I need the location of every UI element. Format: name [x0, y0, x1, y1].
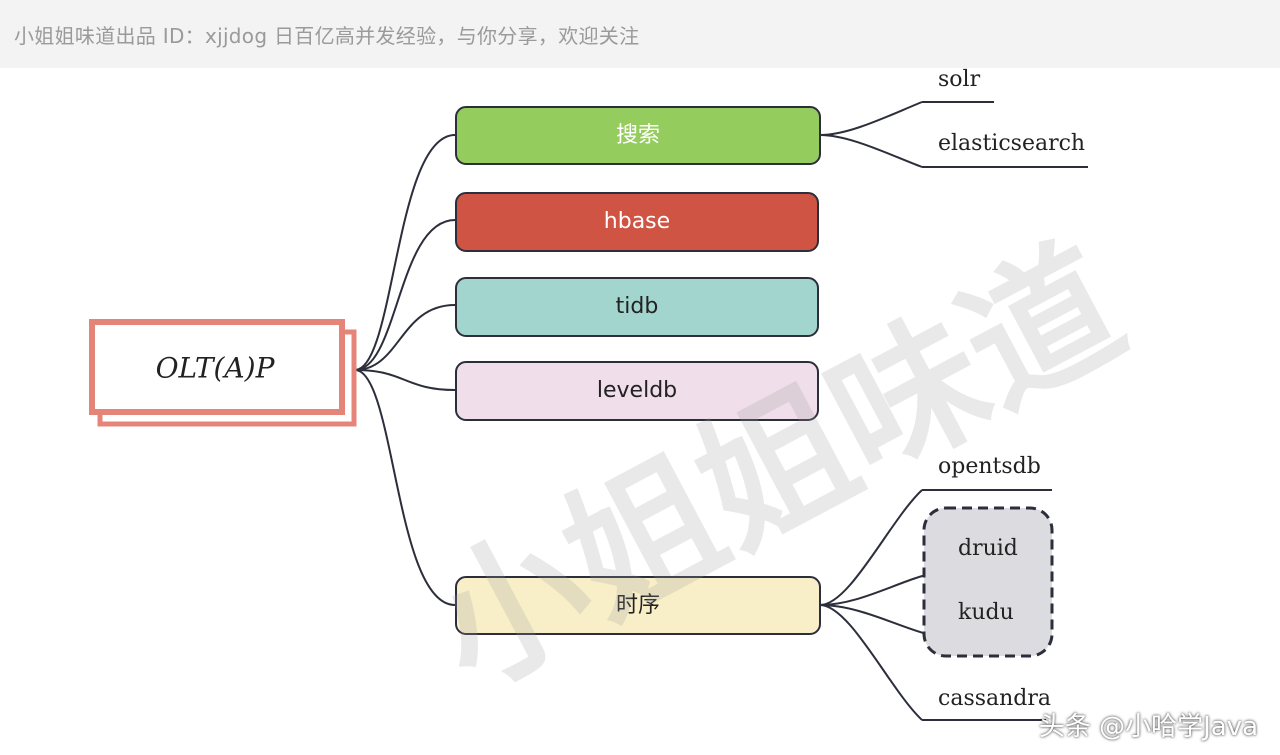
branch-label-tidb: tidb — [616, 294, 659, 319]
footer-watermark: 头条 @小哈学Java — [1038, 712, 1258, 742]
header-bar: 小姐姐味道出品 ID：xjjdog 日百亿高并发经验，与你分享，欢迎关注 — [0, 0, 1280, 68]
leaf-cassandra: cassandra — [938, 686, 1051, 711]
branch-label-search: 搜索 — [616, 123, 660, 148]
header-text: 小姐姐味道出品 ID：xjjdog 日百亿高并发经验，与你分享，欢迎关注 — [14, 24, 640, 48]
connector-timeseries — [354, 369, 456, 606]
connector-tidb — [354, 304, 456, 371]
connector-leveldb — [354, 369, 456, 391]
branch-search: 搜索 — [455, 106, 821, 165]
connector-search — [354, 134, 456, 371]
root-connectors — [354, 134, 456, 606]
connector-hbase — [354, 219, 456, 371]
leaf-druid: druid — [958, 536, 1018, 561]
leaf-opentsdb: opentsdb — [938, 454, 1041, 479]
branch-label-timeseries: 时序 — [616, 593, 660, 618]
branch-label-hbase: hbase — [604, 209, 670, 234]
search-leaf-connectors — [819, 101, 1088, 168]
leaf-kudu: kudu — [958, 600, 1014, 625]
root-label: OLT(A)P — [156, 352, 276, 385]
leaf-solr: solr — [938, 67, 981, 92]
leaf-elasticsearch: elasticsearch — [938, 131, 1085, 156]
branch-hbase: hbase — [455, 192, 819, 252]
branch-tidb: tidb — [455, 277, 819, 337]
branch-leveldb: leveldb — [455, 361, 819, 421]
root-node: OLT(A)P — [89, 319, 357, 427]
grouped-leaves-box — [922, 506, 1054, 658]
branch-timeseries: 时序 — [455, 576, 821, 635]
branch-label-leveldb: leveldb — [597, 378, 677, 403]
